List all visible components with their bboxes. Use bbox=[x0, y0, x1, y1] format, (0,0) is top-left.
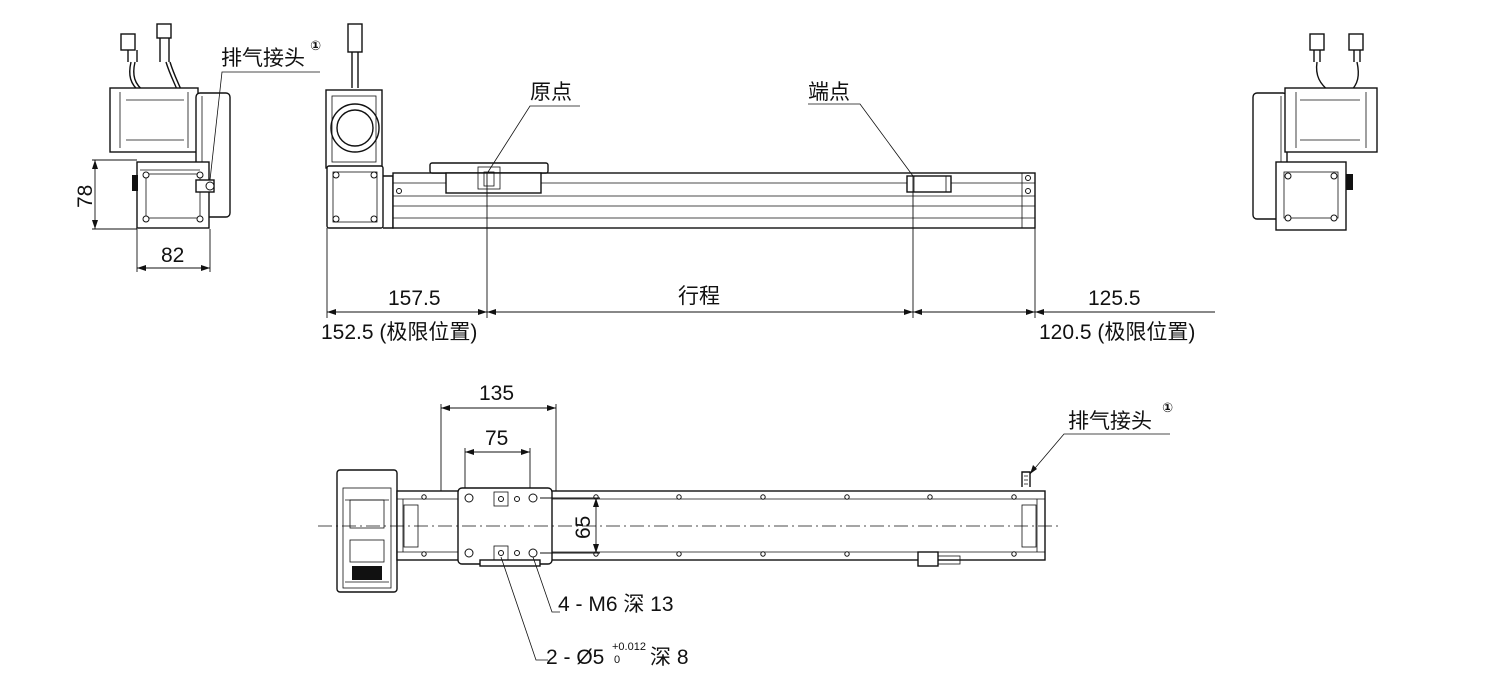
vent-note-bottom: ① bbox=[1162, 401, 1173, 416]
vent-label-bottom: 排气接头 bbox=[1068, 410, 1152, 433]
dim-82-label: 82 bbox=[161, 244, 184, 267]
dim-125-5-label: 125.5 bbox=[1088, 287, 1141, 310]
dim-65-label: 65 bbox=[572, 516, 595, 539]
dim-78 bbox=[92, 159, 137, 230]
tolerance-upper: +0.012 bbox=[612, 641, 646, 653]
end-label: 端点 bbox=[808, 81, 850, 104]
pin-holes-prefix: 2 - Ø5 bbox=[546, 646, 604, 669]
vent-note-top: ① bbox=[310, 39, 321, 54]
right-end-view bbox=[1252, 33, 1378, 231]
top-view bbox=[318, 404, 1170, 661]
tolerance-lower: 0 bbox=[614, 654, 620, 666]
dim-75-label: 75 bbox=[485, 427, 508, 450]
pin-holes-suffix: 深 8 bbox=[650, 646, 689, 669]
pin-holes-callout: 2 - Ø5 +0.012 0 深 8 bbox=[546, 641, 689, 669]
dim-78-label: 78 bbox=[74, 185, 97, 208]
dim-157-5-label: 157.5 bbox=[388, 287, 441, 310]
left-end-view bbox=[109, 23, 320, 229]
origin-label: 原点 bbox=[530, 81, 572, 104]
dim-120-5-label: 120.5 (极限位置) bbox=[1039, 321, 1195, 344]
stroke-label: 行程 bbox=[678, 285, 720, 308]
main-side-view bbox=[325, 23, 1215, 318]
vent-label-top: 排气接头 bbox=[221, 47, 305, 70]
dim-152-5-label: 152.5 (极限位置) bbox=[321, 321, 477, 344]
tapped-holes-label: 4 - M6 深 13 bbox=[558, 593, 674, 616]
dim-135-label: 135 bbox=[479, 382, 514, 405]
dim-82 bbox=[136, 229, 211, 272]
